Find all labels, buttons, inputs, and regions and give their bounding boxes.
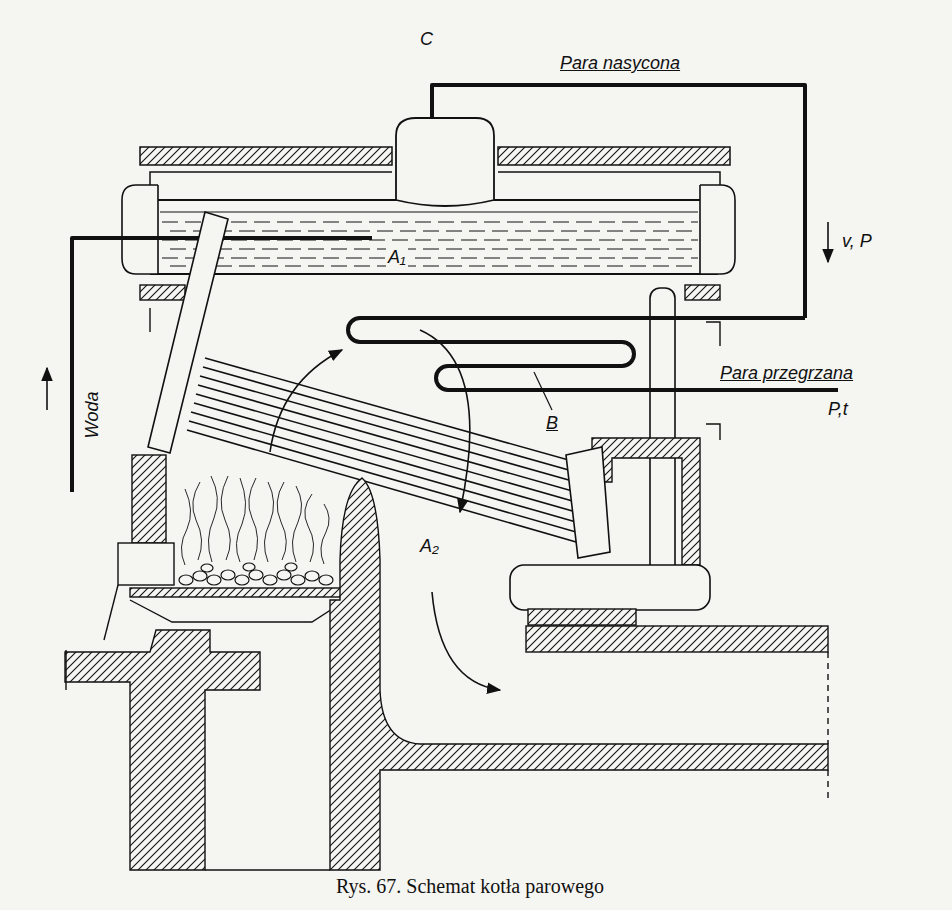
steam-dome	[396, 118, 494, 206]
steam-piping	[432, 85, 828, 318]
quantity-label: v, P	[842, 230, 872, 252]
flames	[181, 476, 329, 565]
downcomer-tube	[650, 288, 675, 576]
furnace	[104, 455, 346, 640]
foundation-brickwork	[65, 478, 828, 870]
part-letter: A₂	[418, 535, 441, 557]
flow-label: Para przegrzana	[720, 362, 853, 384]
tube-bundle	[187, 358, 590, 546]
flue-gas-arrows	[270, 330, 500, 690]
rear-brickwork	[510, 438, 710, 625]
flow-label: Para nasycona	[560, 52, 680, 74]
quantity-label: P,t	[828, 398, 848, 420]
front-header	[148, 212, 228, 453]
figure-caption: Rys. 67. Schemat kotła parowego	[336, 874, 604, 898]
part-letter: B	[546, 412, 558, 434]
leader-line	[534, 372, 552, 410]
part-letter: C	[420, 28, 433, 50]
part-letter: A₁	[386, 246, 408, 268]
coal-bed	[179, 563, 333, 585]
flow-label: Woda	[81, 391, 103, 438]
